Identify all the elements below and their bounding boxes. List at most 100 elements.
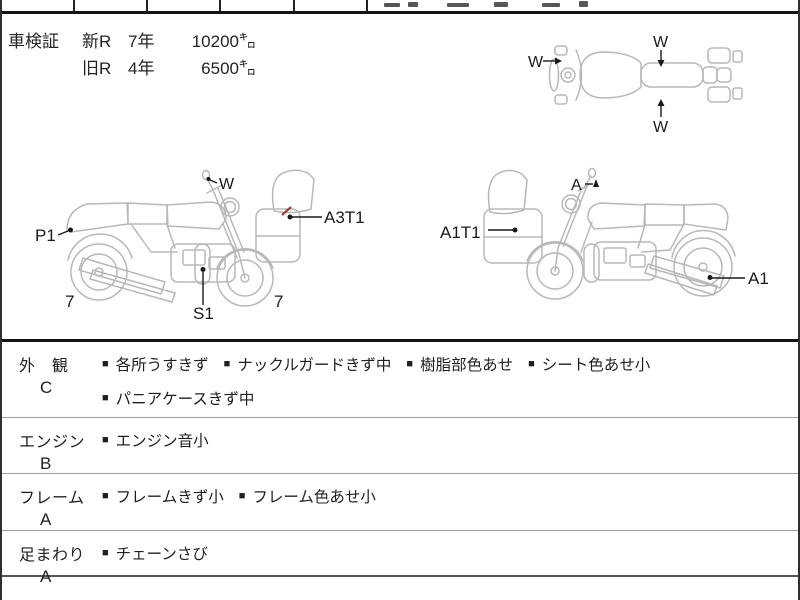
condition-item: ■ 樹脂部色あせ <box>406 353 513 375</box>
square-bullet-icon: ■ <box>528 357 535 370</box>
motorcycle-right-side-diagram: A1T1 A A1 <box>440 167 769 300</box>
item-text: チェーンさび <box>115 546 208 563</box>
header-divider <box>293 0 295 11</box>
condition-item: ■ 各所うすきず <box>102 353 209 375</box>
grade-value: C <box>40 378 53 397</box>
square-bullet-icon: ■ <box>102 489 109 502</box>
clipped-text-fragment <box>542 3 560 7</box>
motorcycle-top-view-diagram: W W W <box>528 34 743 136</box>
header-divider <box>73 0 75 11</box>
red-damage-mark <box>281 206 292 216</box>
condition-item: ■ フレーム色あせ小 <box>239 485 376 507</box>
label-w-front: W <box>528 54 544 71</box>
motorcycle-top-view-art <box>548 45 743 105</box>
motorcycle-left-side-diagram: P1 W A3T1 S1 7 7 <box>35 169 365 323</box>
condition-table: 外 観 C ■ 各所うすきず ■ ナックルガードきず中 ■ 樹脂部色あせ ■ シート色あ… <box>2 339 798 586</box>
a-arrowhead <box>593 179 599 187</box>
condition-items: ■ 各所うすきず ■ ナックルガードきず中 ■ 樹脂部色あせ ■ シート色あせ小 ■ パニ… <box>102 342 798 417</box>
condition-item: ■ フレームきず小 <box>102 485 224 507</box>
registration-label: 車検証 <box>8 32 59 51</box>
item-text: シート色あせ小 <box>541 357 651 374</box>
square-bullet-icon: ■ <box>102 391 109 404</box>
condition-row-undercarriage: 足まわり A ■ チェーンさび <box>2 531 798 586</box>
grade-value: A <box>40 567 52 586</box>
condition-items: ■ エンジン音小 <box>102 418 798 473</box>
item-text: パニアケースきず中 <box>115 391 255 408</box>
square-bullet-icon: ■ <box>406 357 414 370</box>
registration-block: 車検証 新R 7年 10200㌔ 旧R 4年 6500㌔ <box>8 26 256 80</box>
registration-mileage-new: 10200㌔ <box>191 32 256 51</box>
clipped-text-fragment <box>579 1 588 7</box>
label-a3t1: A3T1 <box>324 208 365 227</box>
label-w-mirror: W <box>219 176 235 193</box>
a1-point-dot <box>707 275 713 280</box>
category-label: エンジン <box>19 434 86 451</box>
label-a1: A1 <box>748 269 769 288</box>
condition-item: ■ パニアケースきず中 <box>102 387 254 409</box>
row-label-column: エンジン B <box>2 418 102 473</box>
label-a-mirror: A <box>571 177 582 194</box>
registration-years-old: 4年 <box>128 59 155 78</box>
condition-item: ■ チェーンさび <box>102 542 208 564</box>
category-label: 外 観 <box>19 358 69 375</box>
item-text: 各所うすきず <box>115 357 209 374</box>
row-label-column: フレーム A <box>2 474 102 530</box>
square-bullet-icon: ■ <box>102 433 109 446</box>
registration-era-new: 新R <box>82 32 112 51</box>
motorcycle-right-side-art <box>483 167 736 300</box>
clipped-text-fragment <box>494 2 508 7</box>
item-text: 樹脂部色あせ <box>420 357 514 374</box>
w-top-arrowhead <box>657 60 665 67</box>
header-divider <box>366 0 368 11</box>
motorcycle-left-side-art <box>66 169 315 307</box>
condition-row-engine: エンジン B ■ エンジン音小 <box>2 418 798 474</box>
p1-leader-line <box>57 230 69 236</box>
p1-point-dot <box>68 227 73 233</box>
item-text: フレームきず小 <box>115 489 224 506</box>
registration-years-new: 7年 <box>128 32 155 51</box>
label-seven-rear: 7 <box>65 292 74 311</box>
row-label-column: 外 観 C <box>2 342 102 417</box>
square-bullet-icon: ■ <box>238 489 246 502</box>
condition-item: ■ シート色あせ小 <box>528 353 650 375</box>
label-w-top: W <box>653 34 669 51</box>
condition-items: ■ フレームきず小 ■ フレーム色あせ小 <box>102 474 798 530</box>
clipped-text-fragment <box>447 3 469 7</box>
item-text: フレーム色あせ小 <box>252 489 376 506</box>
registration-label-spacer <box>8 53 82 80</box>
label-s1: S1 <box>193 304 214 323</box>
category-label: フレーム <box>19 490 85 507</box>
clipped-text-fragment <box>384 3 400 7</box>
label-seven-front: 7 <box>274 292 283 311</box>
left-side-annotations: P1 W A3T1 S1 7 7 <box>35 176 365 323</box>
clipped-header-row <box>2 0 798 14</box>
w-bottom-arrowhead <box>657 99 665 106</box>
label-a1t1: A1T1 <box>440 223 481 242</box>
s1-point-dot <box>200 267 206 272</box>
label-p1: P1 <box>35 226 56 245</box>
condition-item: ■ エンジン音小 <box>102 429 209 451</box>
square-bullet-icon: ■ <box>102 546 109 559</box>
condition-items: ■ チェーンさび <box>102 531 798 575</box>
item-text: ナックルガードきず中 <box>237 357 392 374</box>
category-label: 足まわり <box>19 547 86 564</box>
header-divider <box>146 0 148 11</box>
clipped-text-fragment <box>408 2 418 7</box>
row-label-column: 足まわり A <box>2 531 102 586</box>
w-leader-line <box>209 179 218 184</box>
item-text: エンジン音小 <box>115 433 209 450</box>
label-w-bottom: W <box>653 119 669 136</box>
registration-era-old: 旧R <box>82 59 112 78</box>
w-front-arrowhead <box>555 57 562 65</box>
right-side-annotations: A1T1 A A1 <box>440 177 769 288</box>
a1t1-point-dot <box>512 227 518 233</box>
condition-row-exterior: 外 観 C ■ 各所うすきず ■ ナックルガードきず中 ■ 樹脂部色あせ ■ シート色あ… <box>2 342 798 418</box>
square-bullet-icon: ■ <box>102 357 109 370</box>
w-point-dot <box>206 177 211 181</box>
grade-value: B <box>40 454 52 473</box>
registration-mileage-old: 6500㌔ <box>201 59 256 78</box>
a3t1-point-dot <box>287 214 293 220</box>
header-divider <box>219 0 221 11</box>
top-view-annotations: W W W <box>528 34 669 136</box>
